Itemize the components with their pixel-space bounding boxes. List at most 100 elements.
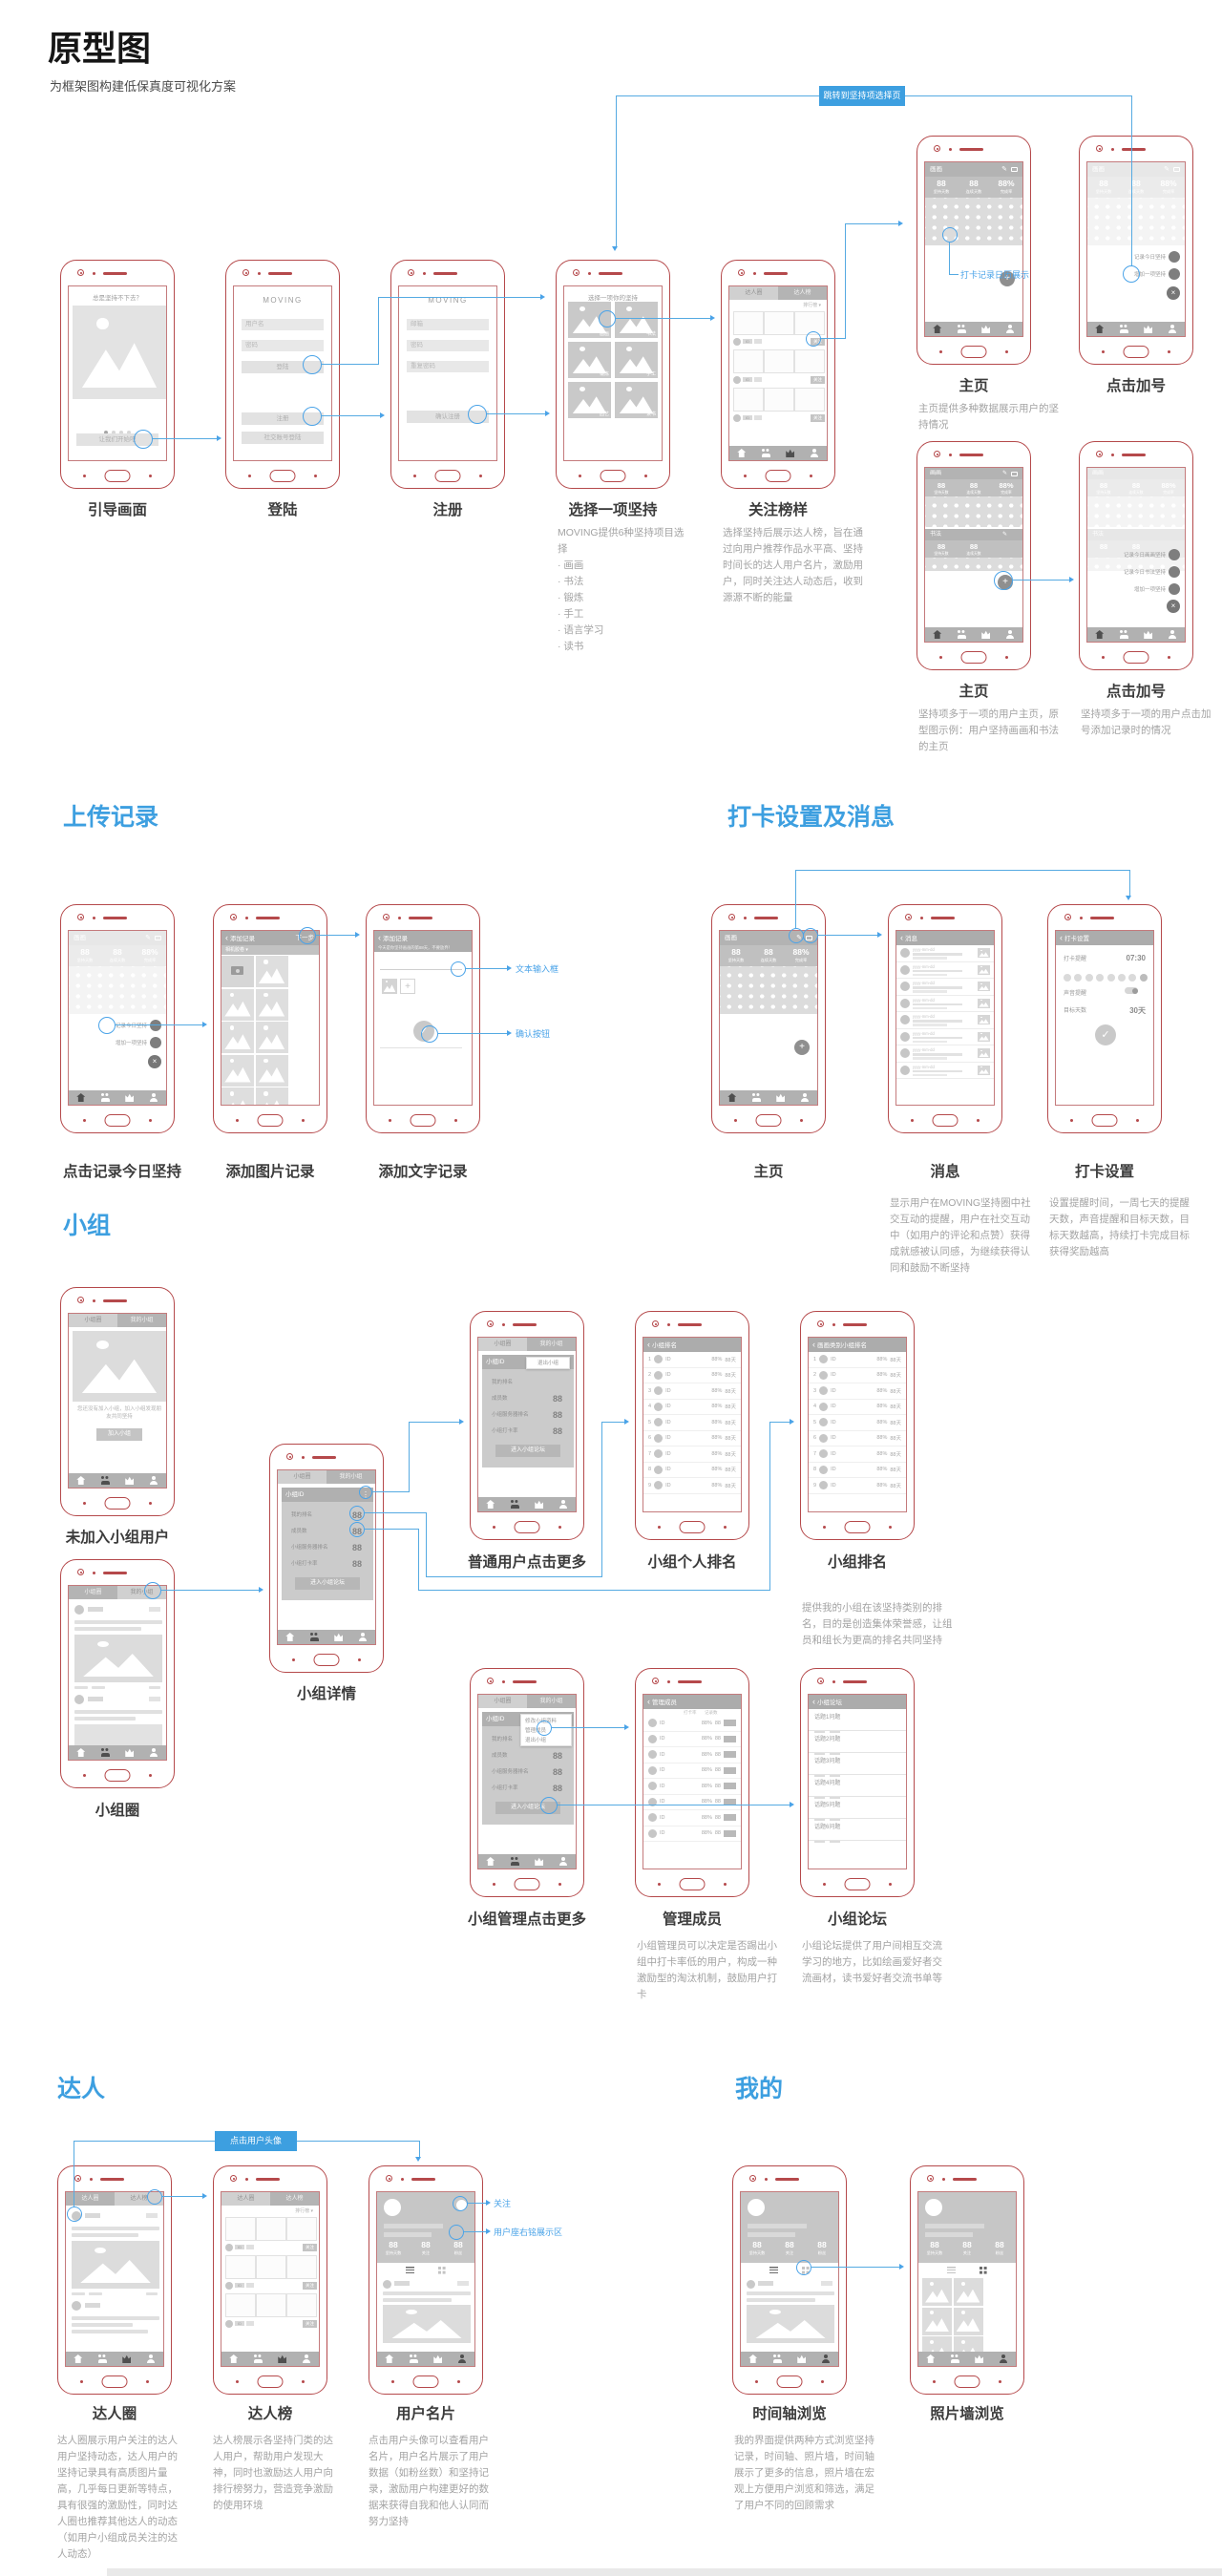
category-tile[interactable]: 书法: [615, 302, 658, 338]
grid-view-icon[interactable]: [438, 2266, 446, 2274]
nav-home-icon[interactable]: [385, 2354, 394, 2363]
nav-group-icon[interactable]: [761, 449, 770, 457]
nav-home-icon[interactable]: [76, 1093, 86, 1102]
home-button[interactable]: [954, 2375, 980, 2388]
home-button[interactable]: [104, 470, 131, 482]
record-item2-action[interactable]: 记录今日书法坚持: [1124, 565, 1180, 578]
photo-tile[interactable]: [953, 2307, 983, 2335]
email-field[interactable]: 邮箱: [407, 319, 489, 330]
photo-tile[interactable]: [221, 1054, 254, 1087]
nav-group-icon[interactable]: [100, 1748, 110, 1757]
nav-daren-icon[interactable]: [125, 1093, 135, 1102]
nav-group-icon[interactable]: [100, 1476, 110, 1485]
nav-group-icon[interactable]: [510, 1500, 519, 1509]
nav-home-icon[interactable]: [1095, 630, 1105, 639]
nav-daren-icon[interactable]: [981, 325, 991, 333]
message-row[interactable]: yyyy-mm-dd: [896, 996, 994, 1012]
kick-button[interactable]: [724, 1783, 736, 1790]
sort-dropdown[interactable]: 排行榜 ▾: [803, 303, 821, 308]
home-button[interactable]: [776, 2375, 803, 2388]
nav-home-icon[interactable]: [1095, 325, 1105, 333]
message-row[interactable]: yyyy-mm-dd: [896, 1012, 994, 1029]
nav-home-icon[interactable]: [76, 1476, 86, 1485]
nav-daren-icon[interactable]: [786, 449, 795, 457]
category-tile[interactable]: 锻炼: [568, 342, 611, 378]
nav-home-icon[interactable]: [285, 1633, 295, 1641]
nav-profile-icon[interactable]: [1006, 630, 1015, 639]
nav-daren-icon[interactable]: [433, 2354, 443, 2363]
social-login-button[interactable]: 社交账号登陆: [242, 432, 324, 444]
profile-avatar[interactable]: [925, 2199, 942, 2216]
manage-members-menu-item[interactable]: 管理成员: [525, 1728, 547, 1734]
nav-daren-icon[interactable]: [278, 2354, 287, 2363]
nav-daren-icon[interactable]: [797, 2354, 807, 2363]
profile-avatar[interactable]: [384, 2199, 401, 2216]
kick-button[interactable]: [724, 1829, 736, 1837]
back-icon[interactable]: ‹: [1060, 933, 1063, 942]
tab-daren-feed[interactable]: 达人圈: [66, 2192, 115, 2206]
nav-home-icon[interactable]: [926, 2354, 936, 2363]
confirm-check-button[interactable]: ✓: [1095, 1024, 1116, 1045]
add-item-action[interactable]: 增加一项坚持: [1134, 267, 1180, 280]
list-view-icon[interactable]: [406, 2267, 414, 2273]
add-item-action[interactable]: 增加一项坚持: [116, 1036, 161, 1048]
message-row[interactable]: yyyy-mm-dd: [896, 1029, 994, 1045]
nav-group-icon[interactable]: [751, 1093, 761, 1102]
photo-tile[interactable]: [953, 2278, 983, 2306]
nav-home-icon[interactable]: [933, 325, 942, 333]
home-button[interactable]: [679, 1521, 706, 1533]
nav-group-icon[interactable]: [409, 2354, 418, 2363]
home-button[interactable]: [679, 1878, 706, 1890]
repeat-password-field[interactable]: 重复密码: [407, 361, 489, 372]
list-view-icon[interactable]: [947, 2267, 956, 2273]
nav-group-icon[interactable]: [772, 2354, 782, 2363]
remind-time[interactable]: 07:30: [1126, 954, 1146, 962]
nav-home-icon[interactable]: [748, 2354, 758, 2363]
nav-group-icon[interactable]: [510, 1857, 519, 1866]
nav-group-icon[interactable]: [957, 325, 966, 333]
edit-icon[interactable]: ✎: [1001, 166, 1007, 173]
nav-profile-icon[interactable]: [147, 2354, 156, 2363]
nav-profile-icon[interactable]: [559, 1500, 568, 1509]
grid-view-icon[interactable]: [980, 2266, 987, 2274]
tab-daren-feed[interactable]: 达人圈: [729, 286, 778, 300]
nav-profile-icon[interactable]: [150, 1748, 158, 1757]
nav-group-icon[interactable]: [1119, 325, 1128, 333]
forum-topic[interactable]: 话题6问题: [809, 1819, 906, 1843]
nav-profile-icon[interactable]: [359, 1633, 368, 1641]
nav-daren-icon[interactable]: [535, 1500, 544, 1509]
record-today-action[interactable]: 记录今日坚持: [1134, 250, 1180, 263]
message-icon[interactable]: [1011, 166, 1018, 172]
nav-profile-icon[interactable]: [303, 2354, 311, 2363]
nav-profile-icon[interactable]: [801, 1093, 810, 1102]
close-icon[interactable]: ×: [1167, 286, 1180, 300]
forum-topic[interactable]: 话题5问题: [809, 1797, 906, 1821]
tab-daren-feed[interactable]: 达人圈: [221, 2192, 270, 2206]
home-button[interactable]: [600, 470, 626, 482]
add-item-action[interactable]: 增加一项坚持: [1134, 582, 1180, 595]
home-button[interactable]: [844, 1878, 871, 1890]
nav-group-icon[interactable]: [950, 2354, 959, 2363]
nav-home-icon[interactable]: [486, 1857, 495, 1866]
photo-tile[interactable]: [221, 1087, 254, 1105]
photo-tile[interactable]: [922, 2336, 952, 2352]
nav-profile-icon[interactable]: [1000, 2354, 1008, 2363]
target-days[interactable]: 30天: [1129, 1006, 1146, 1015]
nav-daren-icon[interactable]: [1144, 325, 1153, 333]
tab-group-feed[interactable]: 小组圈: [69, 1586, 117, 1599]
tab-daren-rank[interactable]: 达人榜: [270, 2192, 319, 2206]
home-button[interactable]: [755, 1114, 782, 1127]
home-button[interactable]: [1123, 651, 1149, 664]
nav-daren-icon[interactable]: [125, 1748, 135, 1757]
forum-topic[interactable]: 话题2问题: [809, 1731, 906, 1755]
